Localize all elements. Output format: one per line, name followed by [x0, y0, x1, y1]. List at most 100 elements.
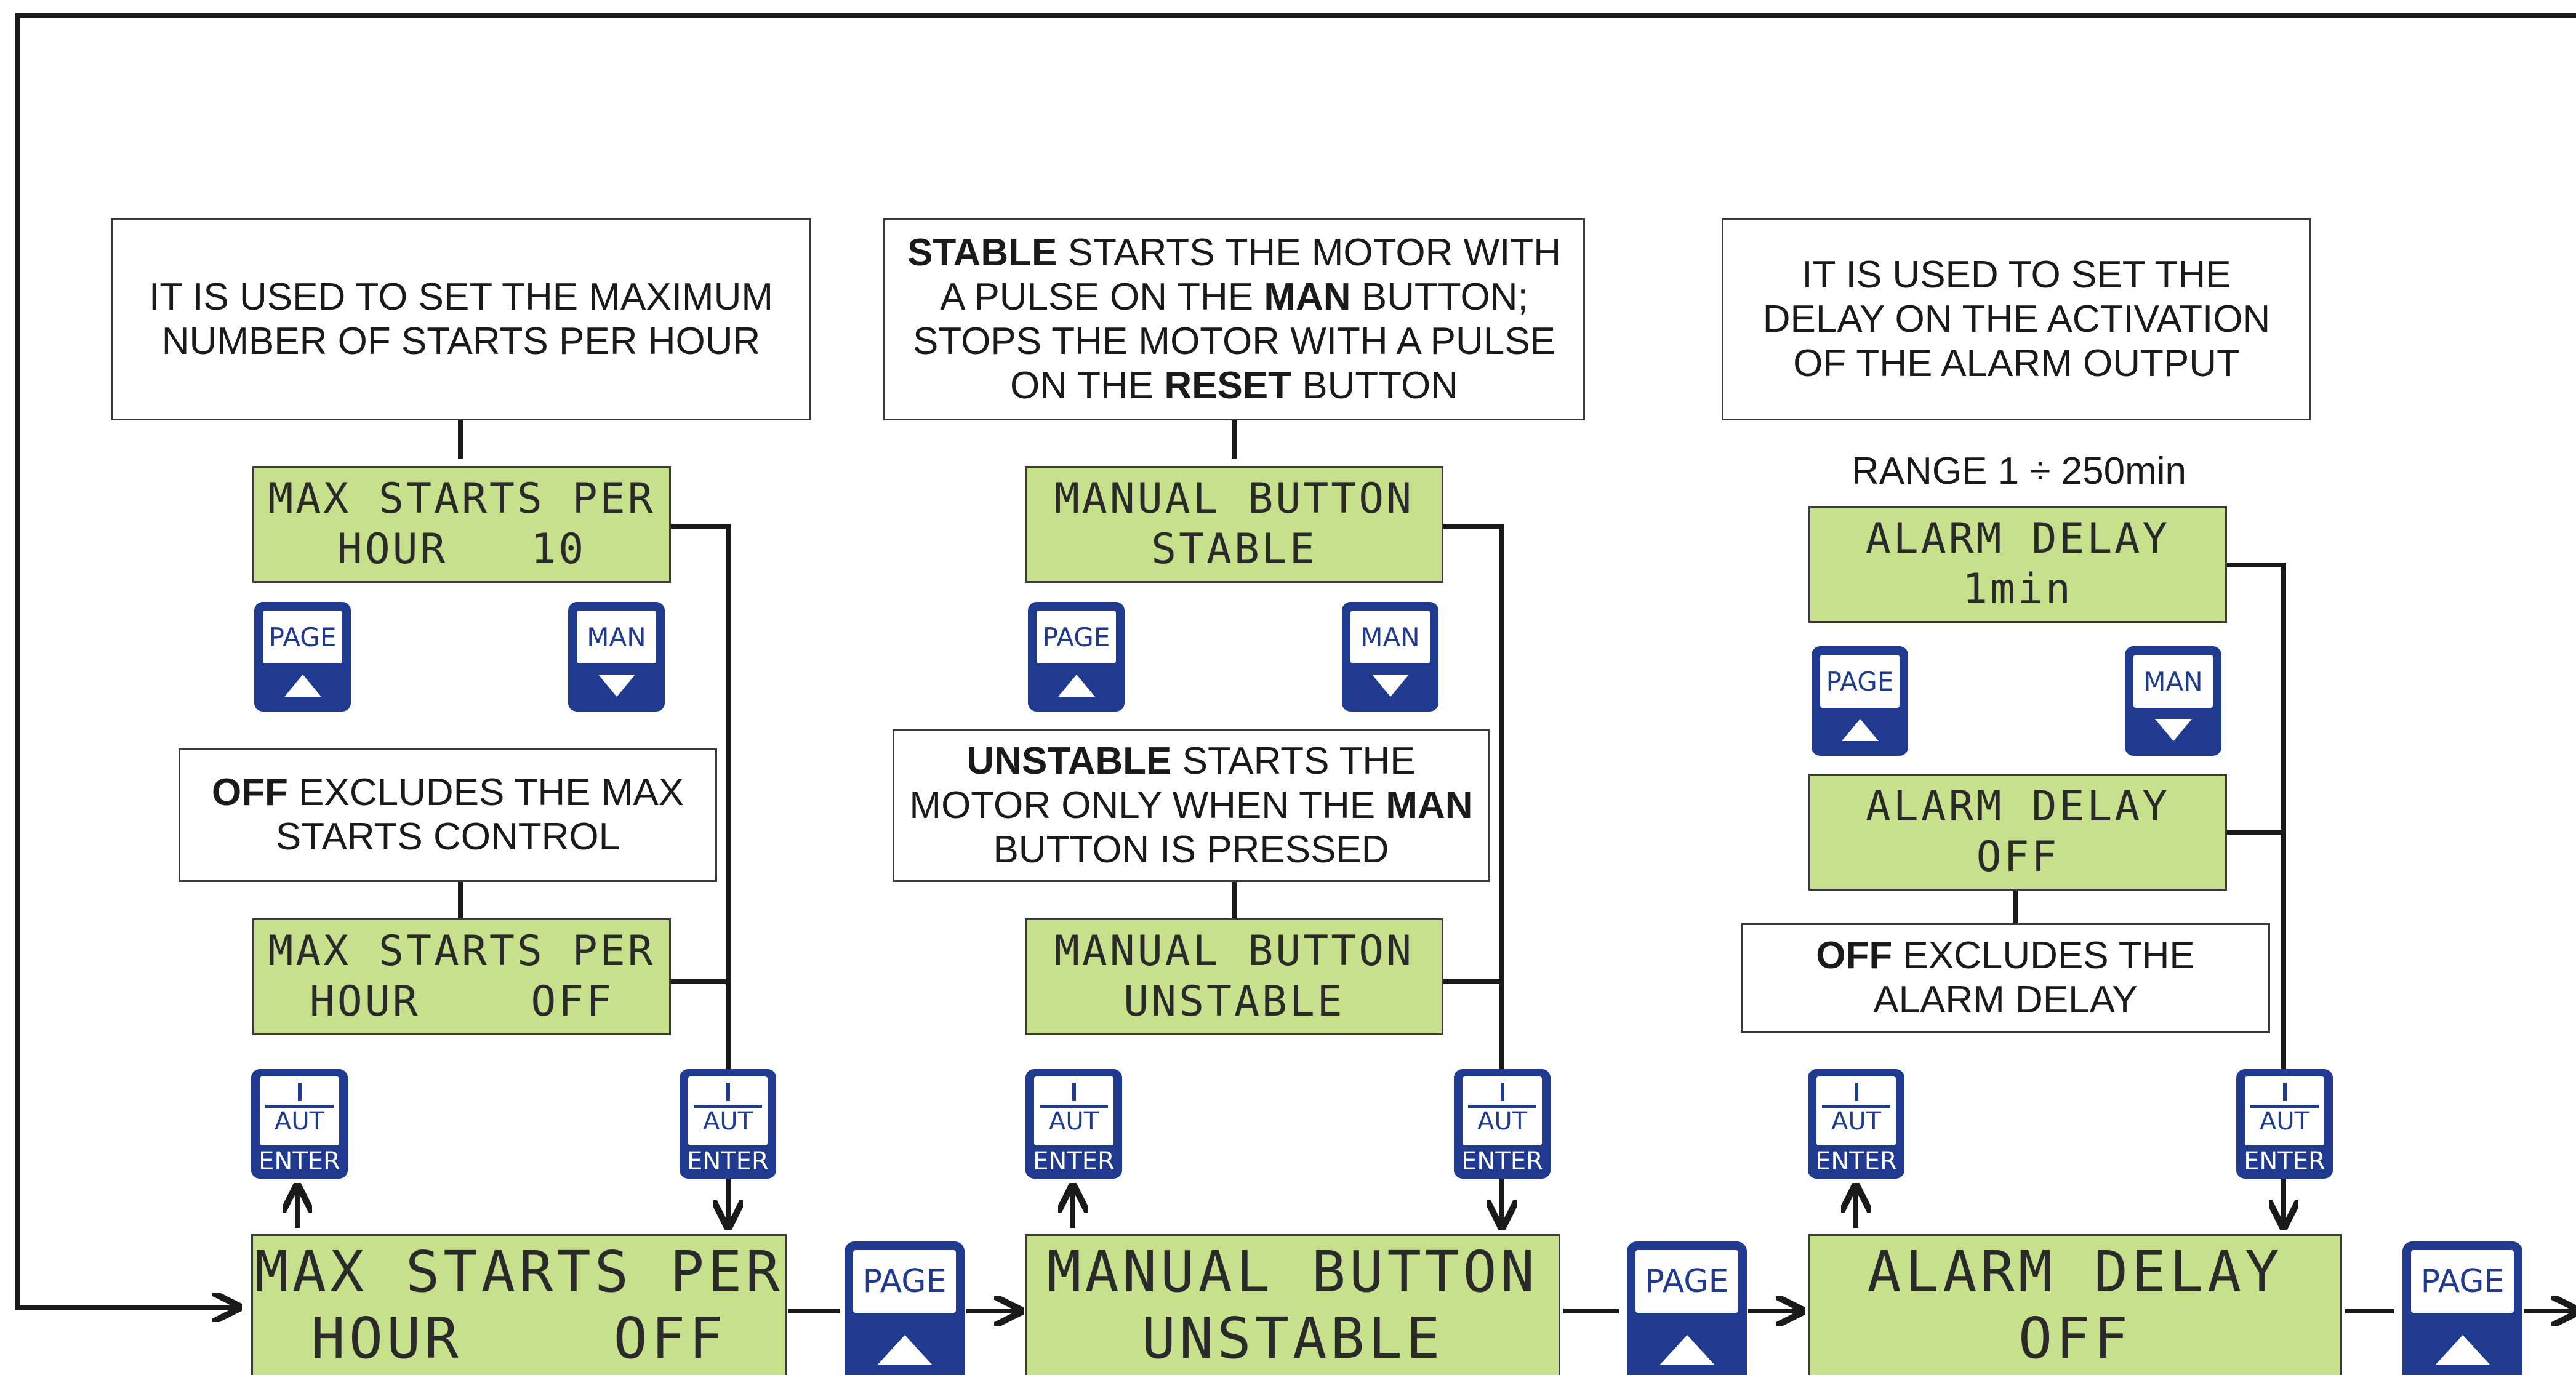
man-label-plate: MAN: [1350, 611, 1430, 663]
lcd-line-1: MAX STARTS PER: [268, 927, 656, 976]
col2-description-text: STABLE STARTS THE MOTOR WITH A PULSE ON …: [891, 231, 1577, 408]
lcd-line-1: MANUAL BUTTON: [1046, 1239, 1539, 1305]
lcd-line-1: ALARM DELAY: [1865, 782, 2170, 831]
col1-page-up-button[interactable]: PAGE: [254, 602, 351, 712]
lcd-line-1: MAX STARTS PER: [268, 475, 656, 523]
col1-page-next-button[interactable]: PAGE: [845, 1241, 965, 1375]
col2-main-lcd: MANUAL BUTTON UNSTABLE: [1025, 1234, 1560, 1375]
aut-label: AUT: [1048, 1107, 1099, 1136]
col1-description-text: IT IS USED TO SET THE MAXIMUM NUMBER OF …: [148, 276, 773, 363]
note-rest: EXCLUDES THE ALARM DELAY: [1873, 934, 2195, 1021]
col3-page-up-button[interactable]: PAGE: [1812, 646, 1908, 756]
note-rest: EXCLUDES THE MAX STARTS CONTROL: [275, 771, 684, 858]
man-label-plate: MAN: [577, 611, 656, 663]
enter-plate: AUT: [260, 1076, 339, 1145]
page-label-plate: PAGE: [1037, 611, 1116, 663]
lcd-line-2: UNSTABLE: [1141, 1305, 1444, 1371]
col3-main-lcd: ALARM DELAY OFF: [1808, 1234, 2342, 1375]
col1-bracket: [671, 524, 731, 984]
man-label: MAN: [1360, 622, 1420, 652]
bar-icon: [1500, 1083, 1504, 1101]
man-label: MAN: [587, 622, 646, 652]
lcd-line-2: 1min: [1962, 565, 2073, 614]
col3-lcd-alarm-delay-1min: ALARM DELAY 1min: [1808, 506, 2227, 623]
col1-enter-button-left[interactable]: AUT ENTER: [251, 1069, 348, 1179]
lcd-line-1: ALARM DELAY: [1867, 1239, 2283, 1305]
col3-range-label: RANGE 1 ÷ 250min: [1851, 450, 2186, 492]
bar-icon: [726, 1083, 730, 1101]
col3-off-note-text: OFF EXCLUDES THE ALARM DELAY: [1792, 934, 2219, 1022]
rule-line: [1822, 1105, 1890, 1108]
lcd-line-1: MAX STARTS PER: [254, 1239, 784, 1305]
triangle-down-icon: [598, 675, 635, 697]
bold-man: MAN: [1386, 784, 1473, 827]
rule-line: [1040, 1105, 1108, 1108]
col2-page-next-button[interactable]: PAGE: [1627, 1241, 1747, 1375]
col2-enter-button-left[interactable]: AUT ENTER: [1025, 1069, 1122, 1179]
lcd-line-2: UNSTABLE: [1123, 977, 1345, 1026]
lcd-line-2: OFF: [2018, 1305, 2132, 1371]
col1-lcd-max-starts-10: MAX STARTS PER HOUR 10: [252, 466, 671, 583]
page-label: PAGE: [1042, 622, 1110, 652]
man-label-plate: MAN: [2133, 655, 2213, 708]
col3-enter-button-left[interactable]: AUT ENTER: [1808, 1069, 1904, 1179]
lcd-line-1: MANUAL BUTTON: [1054, 927, 1414, 976]
loop-line: [15, 13, 2576, 1307]
lcd-line-2: STABLE: [1151, 525, 1317, 574]
col1-description-box: IT IS USED TO SET THE MAXIMUM NUMBER OF …: [111, 218, 811, 420]
bar-icon: [297, 1083, 302, 1101]
col2-unstable-note-text: UNSTABLE STARTS THE MOTOR ONLY WHEN THE …: [907, 739, 1475, 872]
aut-label: AUT: [2259, 1107, 2310, 1136]
bold-unstable: UNSTABLE: [966, 740, 1172, 782]
col1-man-down-button[interactable]: MAN: [568, 602, 665, 712]
page-label: PAGE: [1645, 1263, 1729, 1300]
text-part-2: BUTTON; STOPS THE MOTOR WITH A PULSE ON …: [913, 276, 1555, 407]
col1-enter-button-right[interactable]: AUT ENTER: [680, 1069, 776, 1179]
page-label: PAGE: [2420, 1263, 2505, 1300]
lcd-line-2: HOUR OFF: [309, 977, 614, 1026]
note-bold: OFF: [1816, 934, 1893, 977]
col2-unstable-note-box: UNSTABLE STARTS THE MOTOR ONLY WHEN THE …: [893, 729, 1490, 882]
triangle-down-icon: [1371, 675, 1409, 697]
rule-line: [265, 1105, 334, 1108]
col3-man-down-button[interactable]: MAN: [2125, 646, 2221, 756]
aut-label: AUT: [274, 1107, 325, 1136]
col3-description-box: IT IS USED TO SET THE DELAY ON THE ACTIV…: [1722, 218, 2311, 420]
lcd-line-2: HOUR 10: [337, 525, 587, 574]
triangle-up-icon: [877, 1335, 932, 1365]
bold-stable: STABLE: [907, 231, 1057, 274]
aut-label: AUT: [702, 1107, 753, 1136]
col3-page-next-button[interactable]: PAGE: [2402, 1241, 2522, 1375]
col2-page-up-button[interactable]: PAGE: [1028, 602, 1125, 712]
triangle-up-icon: [1841, 719, 1879, 741]
col2-bracket: [1443, 524, 1504, 984]
col3-enter-button-right[interactable]: AUT ENTER: [2236, 1069, 2333, 1179]
enter-plate: AUT: [688, 1076, 768, 1145]
page-label: PAGE: [268, 622, 337, 652]
page-label-plate: PAGE: [1635, 1250, 1738, 1313]
text-part-2: BUTTON IS PRESSED: [993, 828, 1389, 871]
page-label: PAGE: [862, 1263, 947, 1300]
col2-man-down-button[interactable]: MAN: [1342, 602, 1438, 712]
triangle-down-icon: [2154, 719, 2192, 741]
enter-plate: AUT: [1034, 1076, 1113, 1145]
col1-off-note-box: OFF EXCLUDES THE MAX STARTS CONTROL: [179, 748, 717, 882]
col3-bracket: [2227, 563, 2286, 835]
enter-label: ENTER: [2244, 1147, 2325, 1176]
note-bold: OFF: [211, 771, 288, 814]
text-part-3: BUTTON: [1291, 364, 1459, 407]
bar-icon: [1854, 1083, 1858, 1101]
col2-enter-button-right[interactable]: AUT ENTER: [1454, 1069, 1551, 1179]
bar-icon: [1072, 1083, 1076, 1101]
enter-label: ENTER: [1033, 1147, 1115, 1176]
rule-line: [1468, 1105, 1536, 1108]
triangle-up-icon: [2435, 1335, 2490, 1365]
text-part-1: STARTS THE MOTOR ONLY WHEN THE: [909, 740, 1416, 827]
aut-label: AUT: [1831, 1107, 1882, 1136]
enter-plate: AUT: [1816, 1076, 1896, 1145]
col1-main-lcd: MAX STARTS PER HOUR OFF: [251, 1234, 787, 1375]
page-label-plate: PAGE: [2411, 1250, 2514, 1313]
lcd-line-1: ALARM DELAY: [1865, 515, 2170, 563]
triangle-up-icon: [1057, 675, 1095, 697]
